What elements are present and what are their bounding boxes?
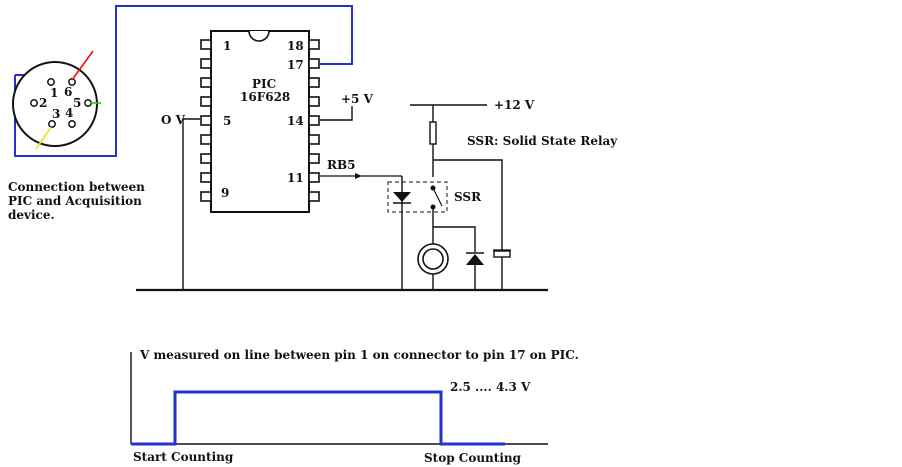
zero-volt-label: O V (161, 113, 186, 127)
pin-hole-2 (30, 99, 38, 107)
pin-label-1: 1 (50, 86, 58, 100)
pin-label-3: 3 (52, 107, 60, 121)
pin-hole-3 (48, 120, 56, 128)
pin3-wire-yellow (35, 126, 52, 150)
pic-pin-stub-left (200, 39, 212, 50)
capacitor-feed (433, 159, 503, 250)
pin-hole-4 (68, 120, 76, 128)
pic-pin-stub-right (308, 58, 320, 69)
pin-hole-5 (84, 99, 92, 107)
pic-pin-14: 14 (287, 114, 304, 128)
pic-chip: 1 18 17 PIC 16F628 5 14 11 9 (200, 30, 320, 213)
waveform-pulse (131, 390, 505, 446)
ground-lead (182, 118, 200, 290)
pic-pin-18: 18 (287, 39, 304, 53)
pic-pin-stub-left (200, 191, 212, 202)
solid-state-relay: SSR (387, 181, 482, 213)
din-connector: 1 6 2 5 3 4 (12, 61, 98, 147)
pin-label-5: 5 (73, 96, 81, 110)
pic-name: PIC (252, 77, 276, 91)
pic-pin-stub-right (308, 96, 320, 107)
pic-pin-stub-right (308, 77, 320, 88)
stop-counting-label: Stop Counting (424, 451, 522, 465)
pic-pin-stub-right (308, 115, 320, 126)
capacitor (493, 250, 511, 258)
pin-label-4: 4 (65, 106, 73, 120)
pic-pin-stub-left (200, 115, 212, 126)
ssr-legend: SSR: Solid State Relay (467, 134, 618, 148)
ssr-label: SSR (454, 190, 482, 204)
plus12v-label: +12 V (494, 98, 535, 112)
pic-pin-stub-left (200, 77, 212, 88)
plus5v-label: +5 V (341, 92, 374, 106)
waveform-title: V measured on line between pin 1 on conn… (139, 348, 579, 362)
waveform-diagram: V measured on line between pin 1 on conn… (130, 348, 579, 465)
pic-pin-stub-left (200, 153, 212, 164)
pic-pin-17: 17 (287, 58, 304, 72)
pic-pin-stub-right (308, 39, 320, 50)
pic-pin-stub-left (200, 58, 212, 69)
rb5-label: RB5 (327, 158, 355, 172)
pin6-wire-red (71, 50, 94, 81)
pic-pin-9: 9 (221, 186, 229, 200)
right-pin-row (308, 39, 320, 202)
pic-pin-11: 11 (287, 171, 304, 185)
counter-coil-inner (422, 248, 444, 270)
signal-wire (14, 5, 353, 157)
rb5-arrow (355, 173, 362, 179)
pin1-notch (248, 30, 270, 42)
resistor (429, 121, 437, 145)
load-to-diode (433, 226, 476, 252)
pin-hole-1 (47, 78, 55, 86)
pic-pin-5: 5 (223, 114, 231, 128)
vcc-lead (320, 106, 353, 121)
pic-pin-stub-right (308, 134, 320, 145)
pic-pin-stub-right (308, 153, 320, 164)
pic-part-number: 16F628 (240, 90, 290, 104)
left-pin-row (200, 39, 212, 202)
pin-label-6: 6 (64, 85, 72, 99)
connector-caption: Connection between PIC and Acquisition d… (8, 180, 145, 222)
voltage-level-label: 2.5 .... 4.3 V (450, 380, 531, 394)
pic-pin-stub-right (308, 191, 320, 202)
ssr-led-diode (393, 192, 411, 202)
pin-label-2: 2 (39, 96, 47, 110)
pic-pin-1: 1 (223, 39, 231, 53)
ssr-switch (432, 187, 443, 207)
pic-pin-stub-left (200, 96, 212, 107)
pic-pin-stub-left (200, 172, 212, 183)
pic-pin-stub-right (308, 172, 320, 183)
flyback-diode (466, 254, 484, 265)
pic-pin-stub-left (200, 134, 212, 145)
start-counting-label: Start Counting (133, 450, 234, 464)
